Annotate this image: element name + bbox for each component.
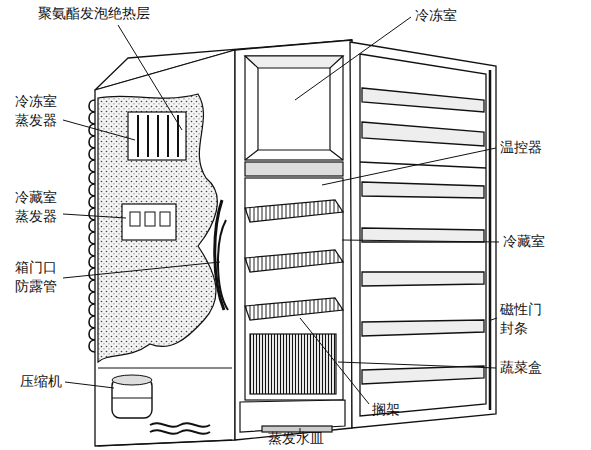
part-label: 蔬菜盒 [500, 358, 542, 377]
door-rack [362, 272, 484, 286]
shelf [245, 250, 343, 272]
freezer-compartment-part [245, 162, 343, 176]
part-label: 冷冻室 蒸发器 [15, 92, 59, 130]
door-frame-edge [218, 220, 228, 310]
base [240, 400, 345, 432]
anti-dew-pipe [215, 200, 224, 310]
leader-lines-part [63, 262, 220, 278]
fridge-compartment-part [245, 178, 343, 400]
part-label: 箱门口 防露管 [15, 258, 59, 296]
part-label: 搁架 [372, 400, 400, 419]
door-outer [350, 42, 496, 428]
part-label: 冷藏室 蒸发器 [15, 188, 59, 226]
door-rack [362, 122, 484, 146]
shelf [245, 200, 343, 222]
evaporator-fins-part [167, 115, 169, 157]
freezer-compartment-part [245, 56, 343, 160]
base-part [240, 400, 345, 432]
part-label: 温控器 [500, 138, 542, 157]
evaporator-plates [130, 212, 170, 226]
condenser-coil [89, 100, 95, 352]
freezer-compartment-part [245, 150, 258, 160]
evaporator-plates-part [130, 212, 140, 226]
side-panel [95, 50, 235, 446]
door-rack [362, 182, 484, 198]
evaporator-fins-part [177, 115, 179, 157]
part-label: 冷冻室 [415, 6, 457, 25]
compressor-bay-part [98, 368, 232, 446]
part-label: 蒸发水皿 [268, 429, 324, 448]
evaporator-plates-part [145, 212, 155, 226]
leader-lines-part [63, 120, 135, 140]
evaporator-fins-part [147, 115, 149, 157]
shelf [245, 298, 343, 320]
leader-lines-part [491, 318, 497, 320]
freezer-compartment-part [329, 68, 330, 150]
leader-lines-part [300, 318, 369, 404]
part-label: 聚氨酯发泡绝热层 [38, 4, 150, 23]
freezer-compartment-part [245, 56, 343, 68]
fridge-evaporator [122, 204, 176, 240]
evaporator-fins [138, 115, 178, 157]
cabinet-front [235, 40, 352, 440]
leader-lines [63, 17, 499, 433]
leader-lines-part [118, 25, 182, 130]
freezer-evaporator [128, 112, 186, 160]
door-part [360, 162, 486, 168]
freezer-compartment [245, 56, 343, 176]
door-rack [362, 366, 484, 384]
evaporator-fins-part [157, 115, 159, 157]
part-label: 冷藏室 [503, 232, 545, 251]
leader-lines-part [63, 214, 126, 218]
door-inner [360, 54, 486, 416]
compressor-bay-part [112, 398, 152, 399]
compressor-bay [98, 368, 232, 446]
door [350, 42, 496, 428]
leader-lines-part [338, 362, 496, 368]
evaporator-plates-part [160, 212, 170, 226]
vegetable-crisper [250, 334, 336, 394]
door-rack [362, 88, 484, 112]
compressor-top [112, 375, 152, 385]
leader-lines-part [342, 240, 499, 242]
leader-lines-part [65, 382, 114, 388]
leader-lines-part [322, 148, 496, 185]
door-rack [362, 320, 484, 336]
part-label: 磁性门 封条 [500, 300, 544, 338]
bottom-tubes [150, 423, 210, 433]
door-rack [362, 228, 484, 242]
cabinet [95, 40, 352, 446]
part-label: 压缩机 [20, 372, 62, 391]
evaporator-fins-part [137, 115, 139, 157]
freezer-compartment-part [258, 149, 330, 150]
side-cutaway [89, 94, 224, 362]
magnetic-seal [489, 70, 492, 410]
fridge-compartment [218, 178, 343, 400]
leader-lines-part [295, 17, 411, 100]
freezer-compartment-part [330, 150, 343, 160]
freezer-compartment-part [257, 68, 258, 150]
